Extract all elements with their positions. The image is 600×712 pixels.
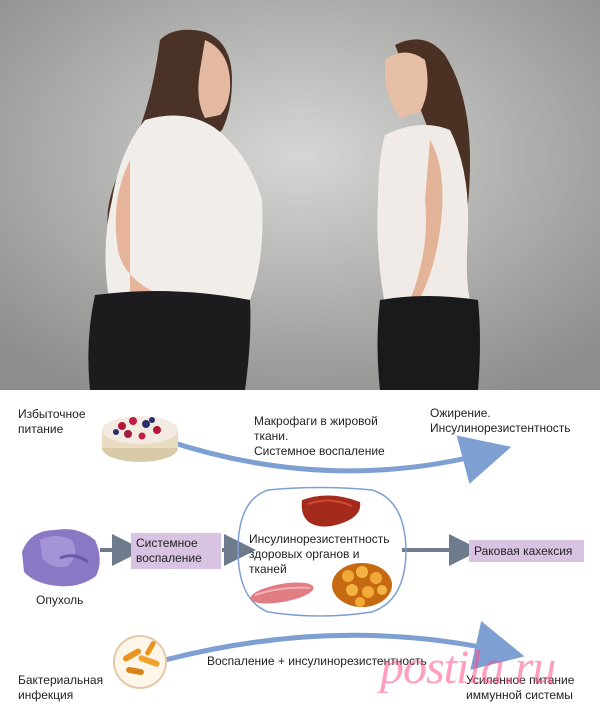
inflammation-diagram <box>22 416 525 689</box>
cake-icon <box>102 416 178 462</box>
systemic-inflammation-box: Системное воспаление <box>131 533 221 569</box>
bacteria-icon <box>113 635 167 689</box>
immune-label: Усиленное питание иммунной системы <box>466 673 575 702</box>
tumor-label: Опухоль <box>36 593 84 607</box>
tumor-icon <box>22 529 100 587</box>
cancer-cachexia-box: Раковая кахексия <box>469 540 584 562</box>
left-woman-figure <box>88 29 263 390</box>
infection-to-immune-arrow <box>164 621 525 670</box>
fat-tissue-icon <box>332 563 392 607</box>
right-woman-figure <box>377 39 480 390</box>
organs-container <box>237 486 407 617</box>
obesity-label: Ожирение. Инсулинорезистентность <box>430 406 571 435</box>
food-to-obesity-arrow <box>164 435 512 484</box>
insulin-resistance-label: Инсулинорезистентность здоровых органов … <box>249 532 390 576</box>
muscle-icon <box>250 582 314 604</box>
inflammation-insulin-label: Воспаление + инсулинорезистентность <box>207 654 427 668</box>
food-label: Избыточное питание <box>18 407 86 436</box>
macrophages-label: Макрофаги в жировой ткани. Системное вос… <box>254 414 385 458</box>
infection-label: Бактериальная инфекция <box>18 673 104 702</box>
liver-icon <box>301 495 361 527</box>
before-after-photo <box>0 0 600 390</box>
watermark: postila.ru <box>380 641 556 694</box>
